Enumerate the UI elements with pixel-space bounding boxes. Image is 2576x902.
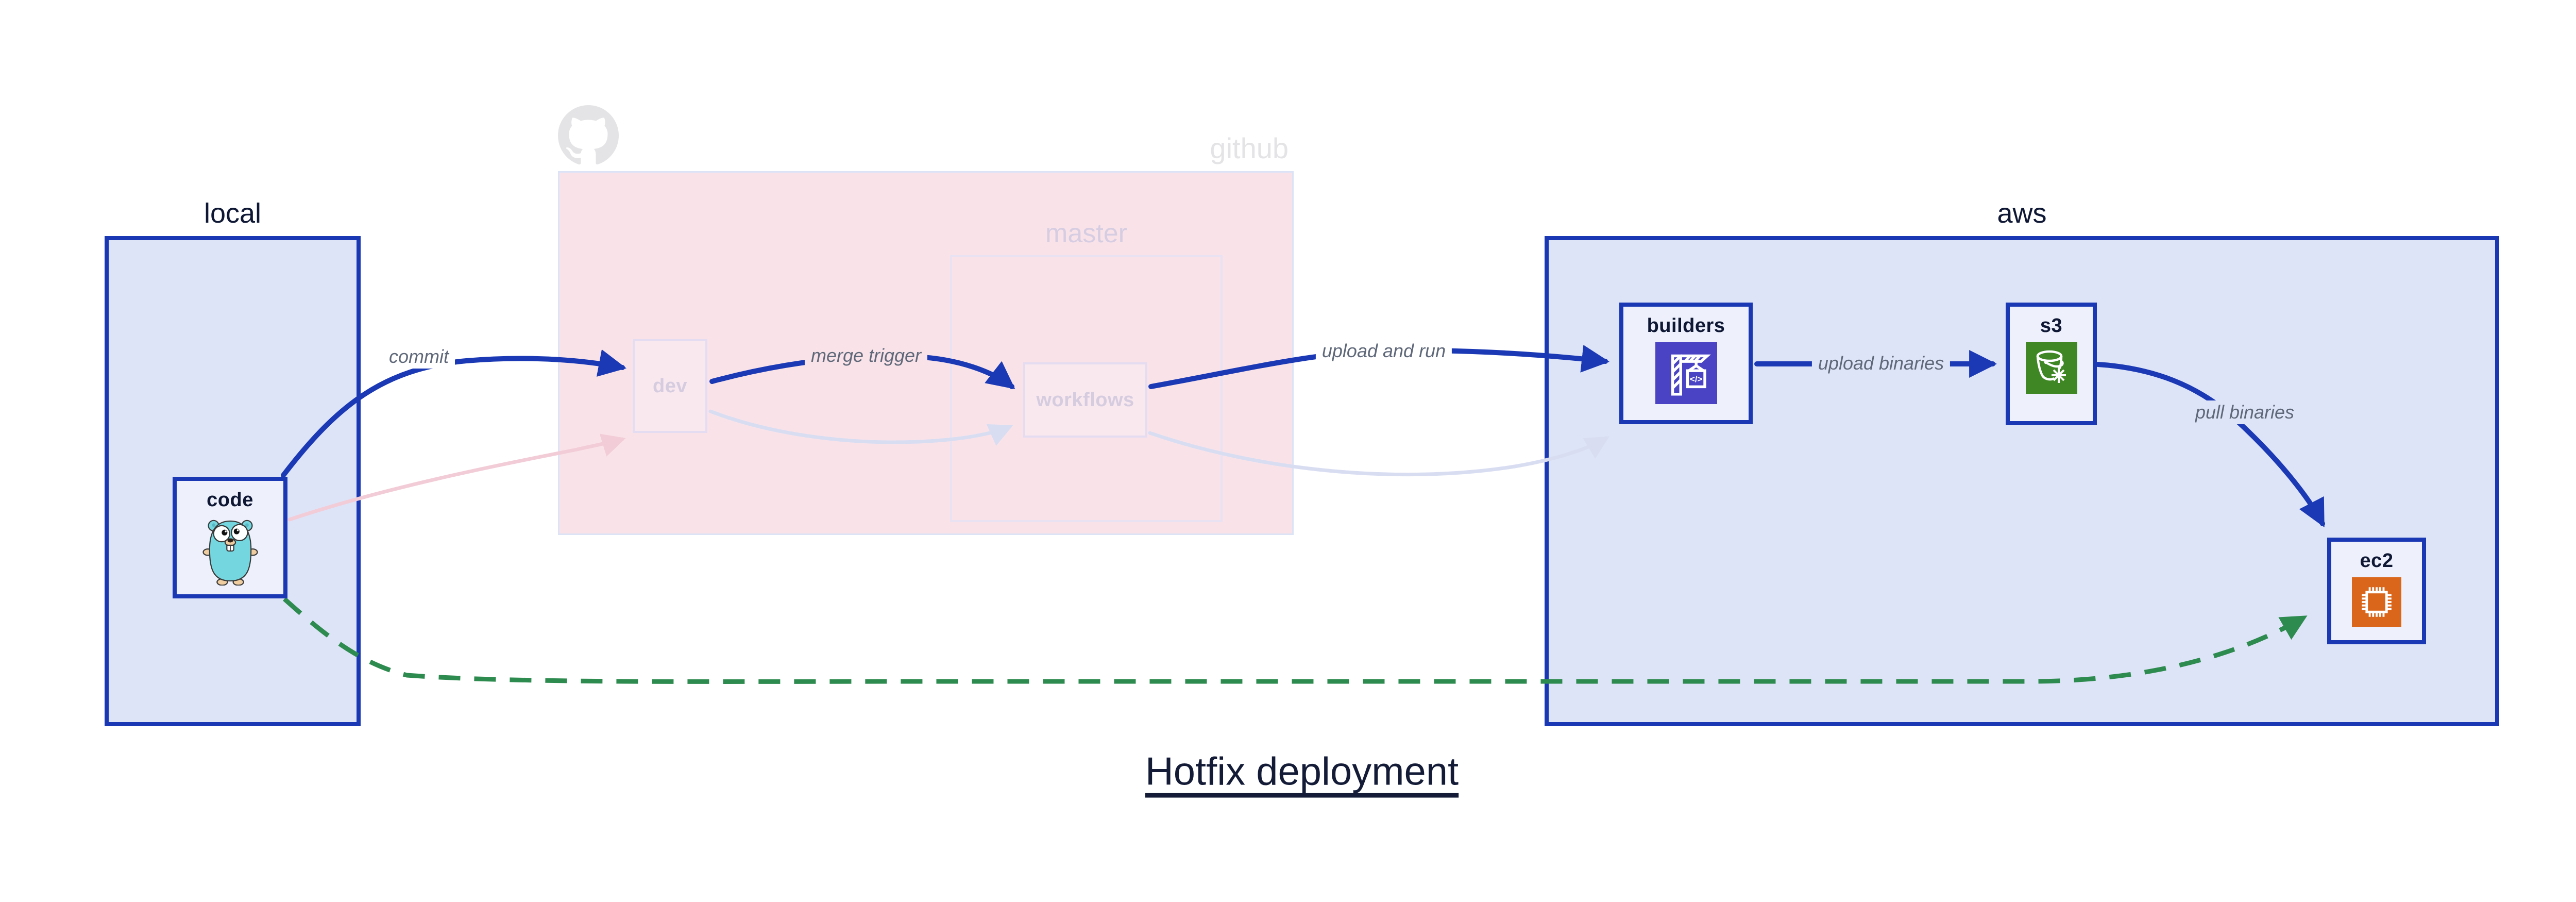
local-group-label: local bbox=[204, 198, 262, 229]
node-ec2: ec2 bbox=[2327, 538, 2426, 644]
edge-label-commit: commit bbox=[383, 345, 455, 369]
node-code: code bbox=[173, 477, 287, 598]
node-builders: builders </> bbox=[1619, 303, 1753, 424]
diagram-title: Hotfix deployment bbox=[1145, 749, 1459, 794]
node-workflows: workflows bbox=[1023, 362, 1147, 438]
master-group-label: master bbox=[1045, 219, 1127, 248]
node-dev-label: dev bbox=[653, 375, 687, 397]
ec2-chip-icon bbox=[2352, 577, 2401, 627]
edge-label-merge-trigger: merge trigger bbox=[804, 344, 928, 368]
s3-glacier-bucket-icon bbox=[2025, 342, 2077, 394]
svg-text:</>: </> bbox=[1690, 374, 1702, 384]
node-code-label: code bbox=[207, 489, 253, 511]
codebuild-crane-icon: </> bbox=[1655, 342, 1717, 404]
node-workflows-label: workflows bbox=[1036, 389, 1134, 411]
node-builders-label: builders bbox=[1647, 315, 1725, 337]
node-ec2-label: ec2 bbox=[2360, 550, 2394, 572]
edge-label-upload-binaries: upload binaries bbox=[1811, 352, 1951, 375]
github-group-label: github bbox=[1210, 132, 1289, 164]
gopher-icon bbox=[202, 520, 258, 586]
octocat-icon bbox=[558, 105, 619, 165]
node-s3-label: s3 bbox=[2040, 315, 2063, 337]
edge-label-upload-and-run: upload and run bbox=[1315, 339, 1452, 363]
node-s3: s3 bbox=[2006, 303, 2097, 425]
edge-label-pull-binaries: pull binaries bbox=[2189, 400, 2301, 424]
node-dev: dev bbox=[633, 339, 707, 433]
aws-group-label: aws bbox=[1997, 198, 2047, 229]
